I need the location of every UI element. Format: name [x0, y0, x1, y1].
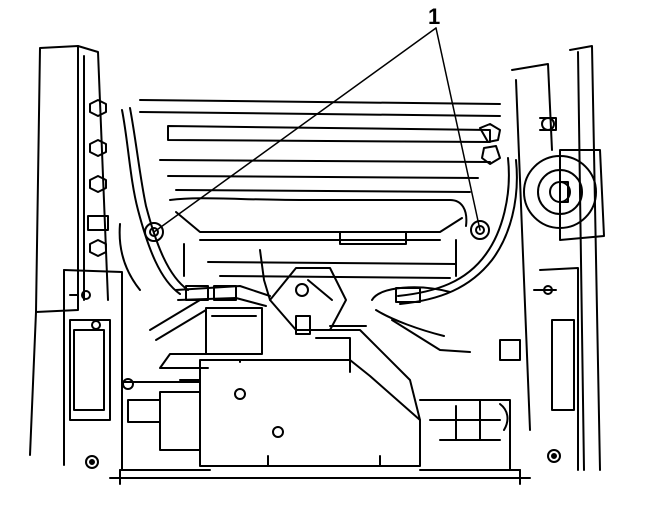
callout-number-1: 1	[428, 4, 440, 29]
recliner-mechanism	[523, 117, 605, 241]
harness-connectors	[185, 285, 421, 335]
left-side-frame	[29, 45, 123, 471]
lower-left-components	[119, 299, 211, 471]
lower-right-track	[419, 339, 521, 471]
right-mounting-bolt	[470, 220, 490, 240]
actuator-bracket	[159, 267, 347, 369]
lower-adjuster-mechanism	[179, 325, 421, 467]
base-rail	[109, 469, 531, 485]
upper-cross-tubes	[139, 99, 501, 193]
left-rail-bolts	[69, 99, 109, 330]
callout-leader-lines	[153, 27, 481, 233]
right-side-frame	[511, 45, 601, 471]
wiring-harness	[118, 107, 518, 353]
seat-pan-frame	[169, 197, 468, 279]
